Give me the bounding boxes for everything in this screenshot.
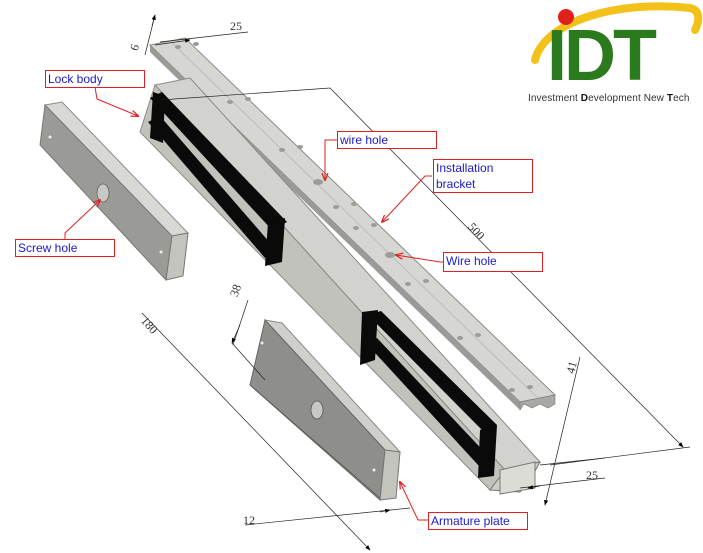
- callout-installation-bracket: Installation bracket: [433, 159, 533, 193]
- dim-lock-width: 25: [586, 468, 598, 482]
- armature-plate: [249, 318, 402, 502]
- callout-wire-hole-bottom: Wire hole: [443, 252, 543, 272]
- callout-armature-plate: Armature plate: [428, 512, 528, 530]
- logo-mark: IDT: [547, 16, 657, 96]
- callout-installation-bracket-line1: Installation: [436, 161, 494, 175]
- dim-plate-thickness: 12: [243, 513, 255, 527]
- lock-body: [139, 77, 541, 495]
- logo-swoosh: [531, 2, 703, 64]
- callout-screw-hole: Screw hole: [15, 239, 115, 257]
- callout-lock-body: Lock body: [45, 70, 145, 88]
- callout-installation-bracket-line2: bracket: [436, 177, 476, 191]
- logo-tagline: Investment Development New Tech: [528, 93, 690, 104]
- callout-wire-hole-top: wire hole: [337, 131, 437, 149]
- installation-bracket: [148, 37, 557, 411]
- mounting-plate: [39, 101, 190, 282]
- callout-leaders: [64, 86, 444, 521]
- dim-bracket-width: 25: [230, 19, 242, 33]
